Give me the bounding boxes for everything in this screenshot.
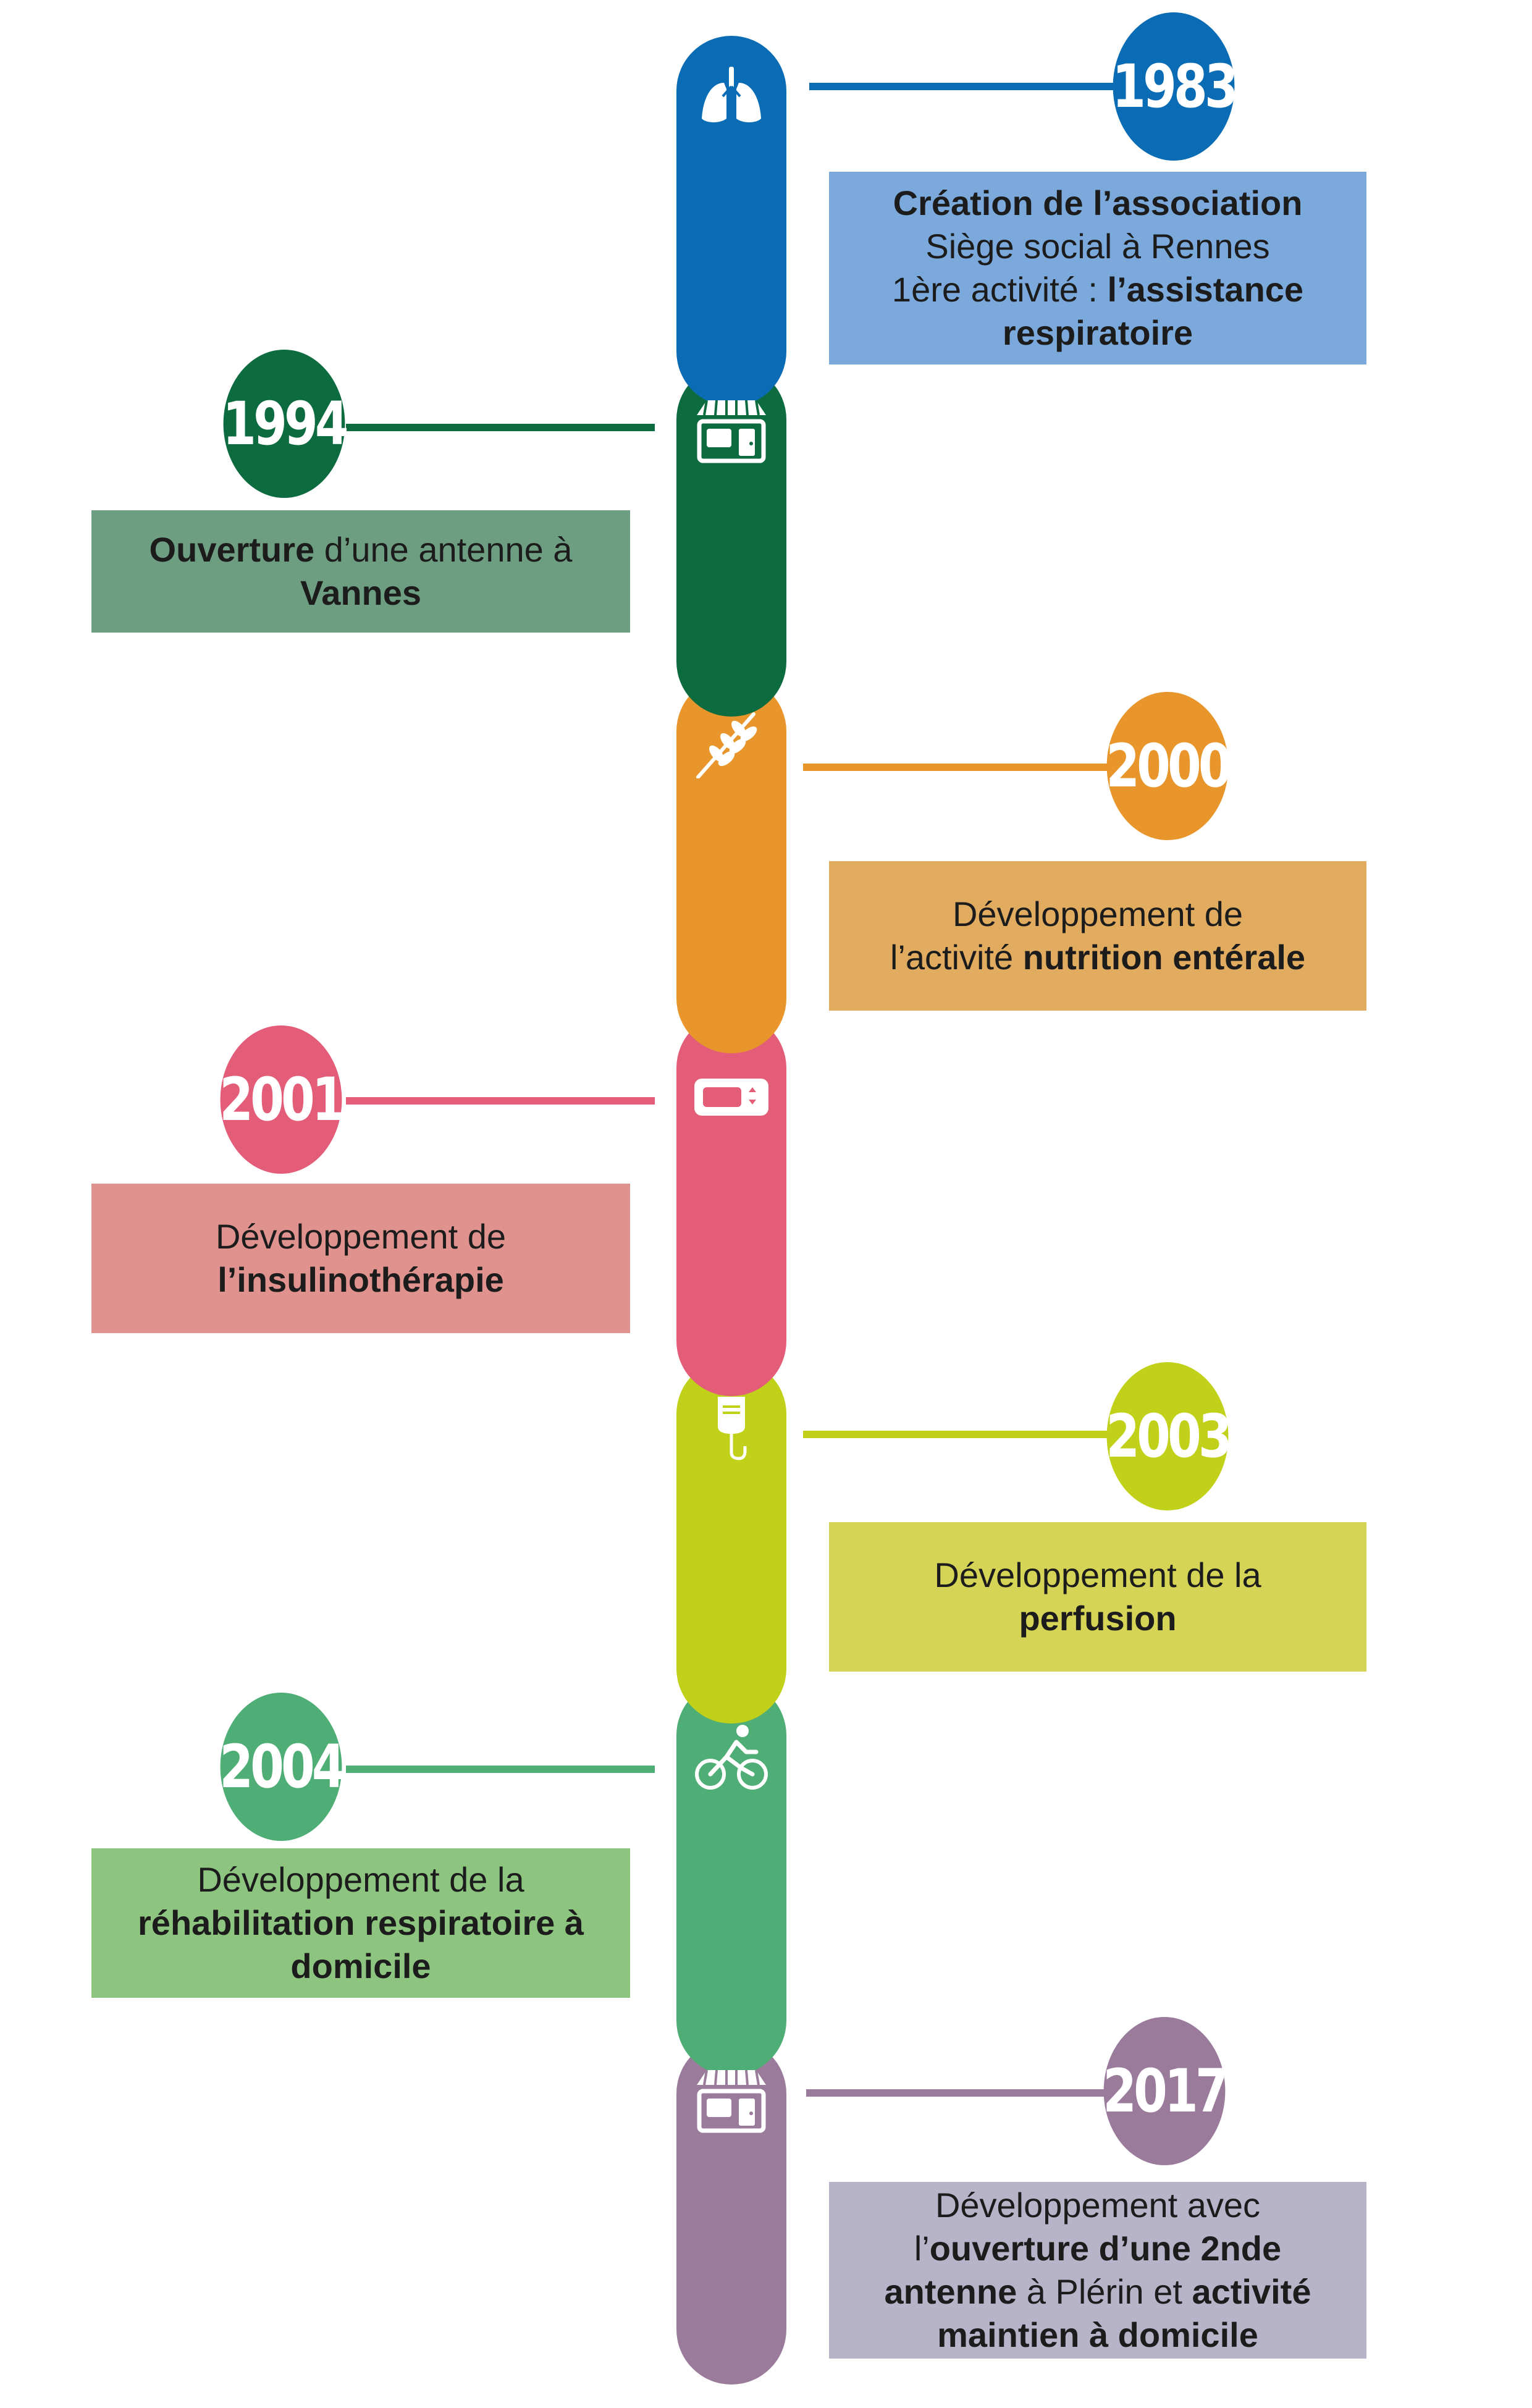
description-line: respiratoire xyxy=(892,311,1303,355)
emphasis-text: nutrition entérale xyxy=(1022,938,1306,977)
connector-2004 xyxy=(346,1766,655,1773)
description-line: l’activité nutrition entérale xyxy=(890,936,1305,979)
wheat-icon xyxy=(680,710,783,778)
emphasis-text: Ouverture xyxy=(149,530,315,569)
description-text: Développement de l’insulinothérapie xyxy=(216,1215,506,1302)
emphasis-text: Création de l’association xyxy=(893,183,1303,222)
emphasis-text: perfusion xyxy=(1019,1599,1177,1638)
description-line: Développement avec xyxy=(885,2184,1311,2227)
description-line: perfusion xyxy=(934,1597,1261,1640)
description-line: Création de l’association xyxy=(892,182,1303,225)
year-badge-1994: 1994 xyxy=(222,350,349,498)
connector-1983 xyxy=(809,83,1143,90)
body-text: Développement de la xyxy=(197,1860,524,1899)
timeline-segment-2001 xyxy=(676,1013,786,1396)
event-description-2004: Développement de la réhabilitation respir… xyxy=(91,1848,630,1998)
connector-1994 xyxy=(346,424,655,431)
emphasis-text: ouverture d’une 2nde xyxy=(929,2229,1282,2268)
body-text: à Plérin et xyxy=(1017,2272,1192,2311)
event-description-2003: Développement de la perfusion xyxy=(829,1522,1366,1672)
body-text: Développement de xyxy=(215,1217,507,1256)
description-line: Vannes xyxy=(149,571,573,615)
infusion-bag-icon xyxy=(680,1393,783,1461)
emphasis-text: l’insulinothérapie xyxy=(217,1260,504,1299)
description-line: 1ère activité : l’assistance xyxy=(892,268,1303,311)
description-line: Développement de la xyxy=(934,1554,1261,1597)
cyclist-icon xyxy=(680,1724,783,1791)
year-badge-2017: 2017 xyxy=(1103,2017,1229,2165)
description-line: réhabilitation respiratoire à xyxy=(138,1901,584,1945)
emphasis-text: l’assistance xyxy=(1107,270,1304,309)
description-text: Développement de la réhabilitation respir… xyxy=(138,1858,584,1988)
description-line: l’ouverture d’une 2nde xyxy=(885,2227,1311,2270)
year-badge-2004: 2004 xyxy=(219,1693,346,1841)
body-text: Développement de xyxy=(952,895,1244,933)
description-line: Siège social à Rennes xyxy=(892,225,1303,268)
timeline-segment-2017 xyxy=(676,2039,786,2385)
lungs-icon xyxy=(680,62,783,130)
emphasis-text: respiratoire xyxy=(1002,313,1193,352)
connector-2000 xyxy=(803,764,1124,771)
description-line: antenne à Plérin et activité xyxy=(885,2270,1311,2313)
storefront-icon xyxy=(680,397,783,465)
description-line: maintien à domicile xyxy=(885,2313,1311,2357)
year-badge-2000: 2000 xyxy=(1106,692,1232,840)
year-badge-1983: 1983 xyxy=(1112,12,1239,161)
emphasis-text: antenne xyxy=(884,2272,1017,2311)
body-text: 1ère activité : xyxy=(891,270,1108,309)
body-text: d’une antenne à xyxy=(314,530,573,569)
body-text: l’ xyxy=(914,2229,930,2268)
emphasis-text: activité xyxy=(1192,2272,1311,2311)
description-text: Développement de la perfusion xyxy=(934,1554,1261,1640)
insulin-pump-icon xyxy=(680,1063,783,1130)
connector-2003 xyxy=(803,1431,1124,1438)
timeline-segment-1983 xyxy=(676,36,786,406)
storefront-icon xyxy=(680,2066,783,2134)
description-line: domicile xyxy=(138,1945,584,1988)
body-text: Siège social à Rennes xyxy=(925,227,1270,266)
description-line: Développement de la xyxy=(138,1858,584,1901)
description-line: l’insulinothérapie xyxy=(216,1258,506,1302)
year-badge-2001: 2001 xyxy=(219,1025,346,1174)
description-line: Développement de xyxy=(890,893,1305,936)
body-text: Développement avec xyxy=(935,2186,1261,2225)
emphasis-text: réhabilitation respiratoire à xyxy=(138,1903,584,1942)
connector-2017 xyxy=(806,2089,1127,2097)
connector-2001 xyxy=(346,1097,655,1105)
body-text: Développement de la xyxy=(934,1556,1261,1594)
emphasis-text: domicile xyxy=(290,1947,431,1985)
description-line: Ouverture d’une antenne à xyxy=(149,528,573,571)
year-badge-2003: 2003 xyxy=(1106,1362,1232,1510)
body-text: l’activité xyxy=(890,938,1023,977)
emphasis-text: maintien à domicile xyxy=(937,2315,1258,2354)
description-line: Développement de xyxy=(216,1215,506,1258)
emphasis-text: Vannes xyxy=(300,573,422,612)
event-description-2001: Développement de l’insulinothérapie xyxy=(91,1184,630,1333)
